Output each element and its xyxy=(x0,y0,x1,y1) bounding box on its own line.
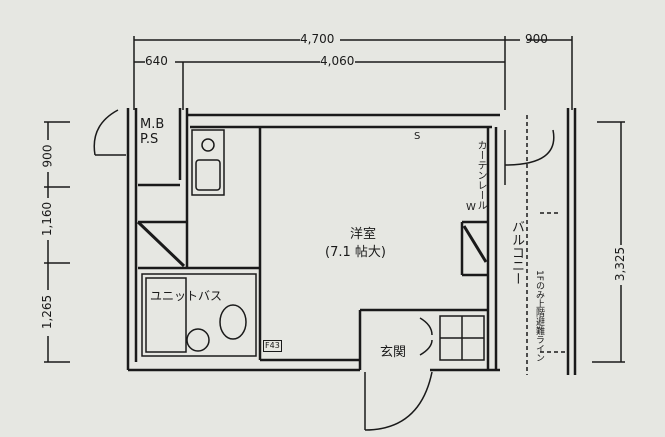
dim-right-total: 3,325 xyxy=(613,246,628,282)
dim-left-mid: 1,160 xyxy=(40,201,55,237)
evacuation-note: 1Fのみ上階避難ライン xyxy=(534,270,544,362)
doors xyxy=(93,109,555,431)
dim-left-top: 900 xyxy=(40,144,55,168)
shoe-closet xyxy=(439,315,485,361)
dim-top-right: 900 xyxy=(525,32,548,46)
mbps-label-1: M.B xyxy=(140,117,165,132)
kitchen-fixtures xyxy=(191,129,225,196)
western-room-label: 洋室 xyxy=(350,227,377,242)
walls xyxy=(126,108,577,375)
balcony-label: バルコニー xyxy=(509,220,524,285)
curtain-rail-label: カーテンレール xyxy=(475,140,486,210)
dim-top-main: 4,060 xyxy=(320,54,355,68)
unit-bath-fixtures xyxy=(141,273,257,357)
dim-left-bottom: 1,265 xyxy=(40,294,55,330)
unit-bath-label: ユニットバス xyxy=(150,289,223,303)
dim-top-left: 640 xyxy=(145,54,168,68)
storage-label: S xyxy=(414,131,421,142)
dim-top-total: 4,700 xyxy=(300,32,335,46)
dimension-lines xyxy=(44,36,625,363)
meter-label: F43 xyxy=(263,340,282,352)
mbps-label-2: P.S xyxy=(140,132,159,147)
washer-label: W xyxy=(466,202,476,213)
balcony-lines xyxy=(526,115,565,375)
western-room-size: (7.1 帖大) xyxy=(325,245,386,260)
entrance-label: 玄関 xyxy=(380,345,407,360)
